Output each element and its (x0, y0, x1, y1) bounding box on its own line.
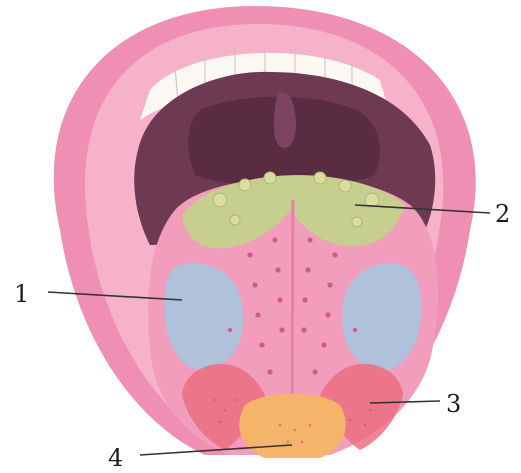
callout-label-2: 2 (495, 200, 510, 228)
callout-label-4: 4 (108, 444, 123, 472)
tongue-midline (292, 200, 293, 420)
callout-label-3: 3 (446, 390, 461, 418)
callout-label-1: 1 (14, 280, 29, 308)
region-4-tip (239, 394, 345, 458)
